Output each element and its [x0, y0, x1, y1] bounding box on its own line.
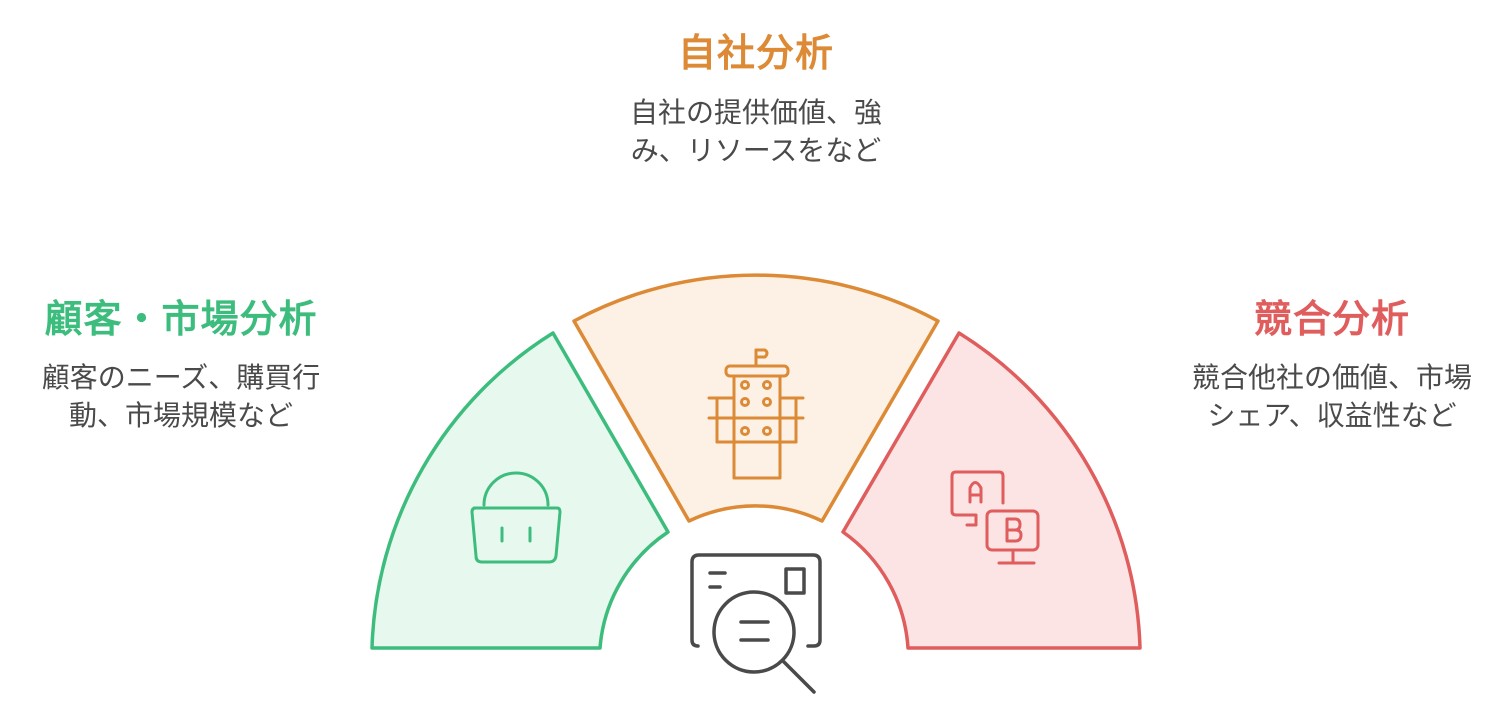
competitor-analysis-description: 競合他社の価値、市場 シェア、収益性など — [1152, 359, 1512, 435]
competitor-description-line2: シェア、収益性など — [1207, 399, 1457, 432]
customer-market-analysis-title: 顧客・市場分析 — [44, 297, 318, 341]
competitor-analysis-title: 競合分析 — [1253, 297, 1410, 341]
customer-description-line1: 顧客のニーズ、購買行 — [41, 361, 321, 394]
segment-competitor[interactable] — [841, 331, 1142, 650]
office-building-icon — [707, 348, 805, 480]
company-analysis-title: 自社分析 — [677, 31, 834, 75]
company-description-line1: 自社の提供価値、強 — [629, 96, 882, 129]
shopping-basket-icon — [470, 471, 562, 564]
company-description-line2: み、リソースをなど — [630, 134, 882, 167]
customer-description-line2: 動、市場規模など — [68, 399, 293, 432]
segment-company[interactable] — [572, 273, 940, 523]
customer-market-analysis-description: 顧客のニーズ、購買行 動、市場規模など — [0, 359, 362, 435]
competitor-description-line1: 競合他社の価値、市場 — [1191, 361, 1472, 394]
company-analysis-description: 自社の提供価値、強 み、リソースをなど — [556, 94, 956, 170]
segment-customer-market[interactable] — [370, 331, 670, 650]
ab-monitors-icon — [950, 470, 1040, 565]
document-search-icon — [690, 553, 822, 694]
